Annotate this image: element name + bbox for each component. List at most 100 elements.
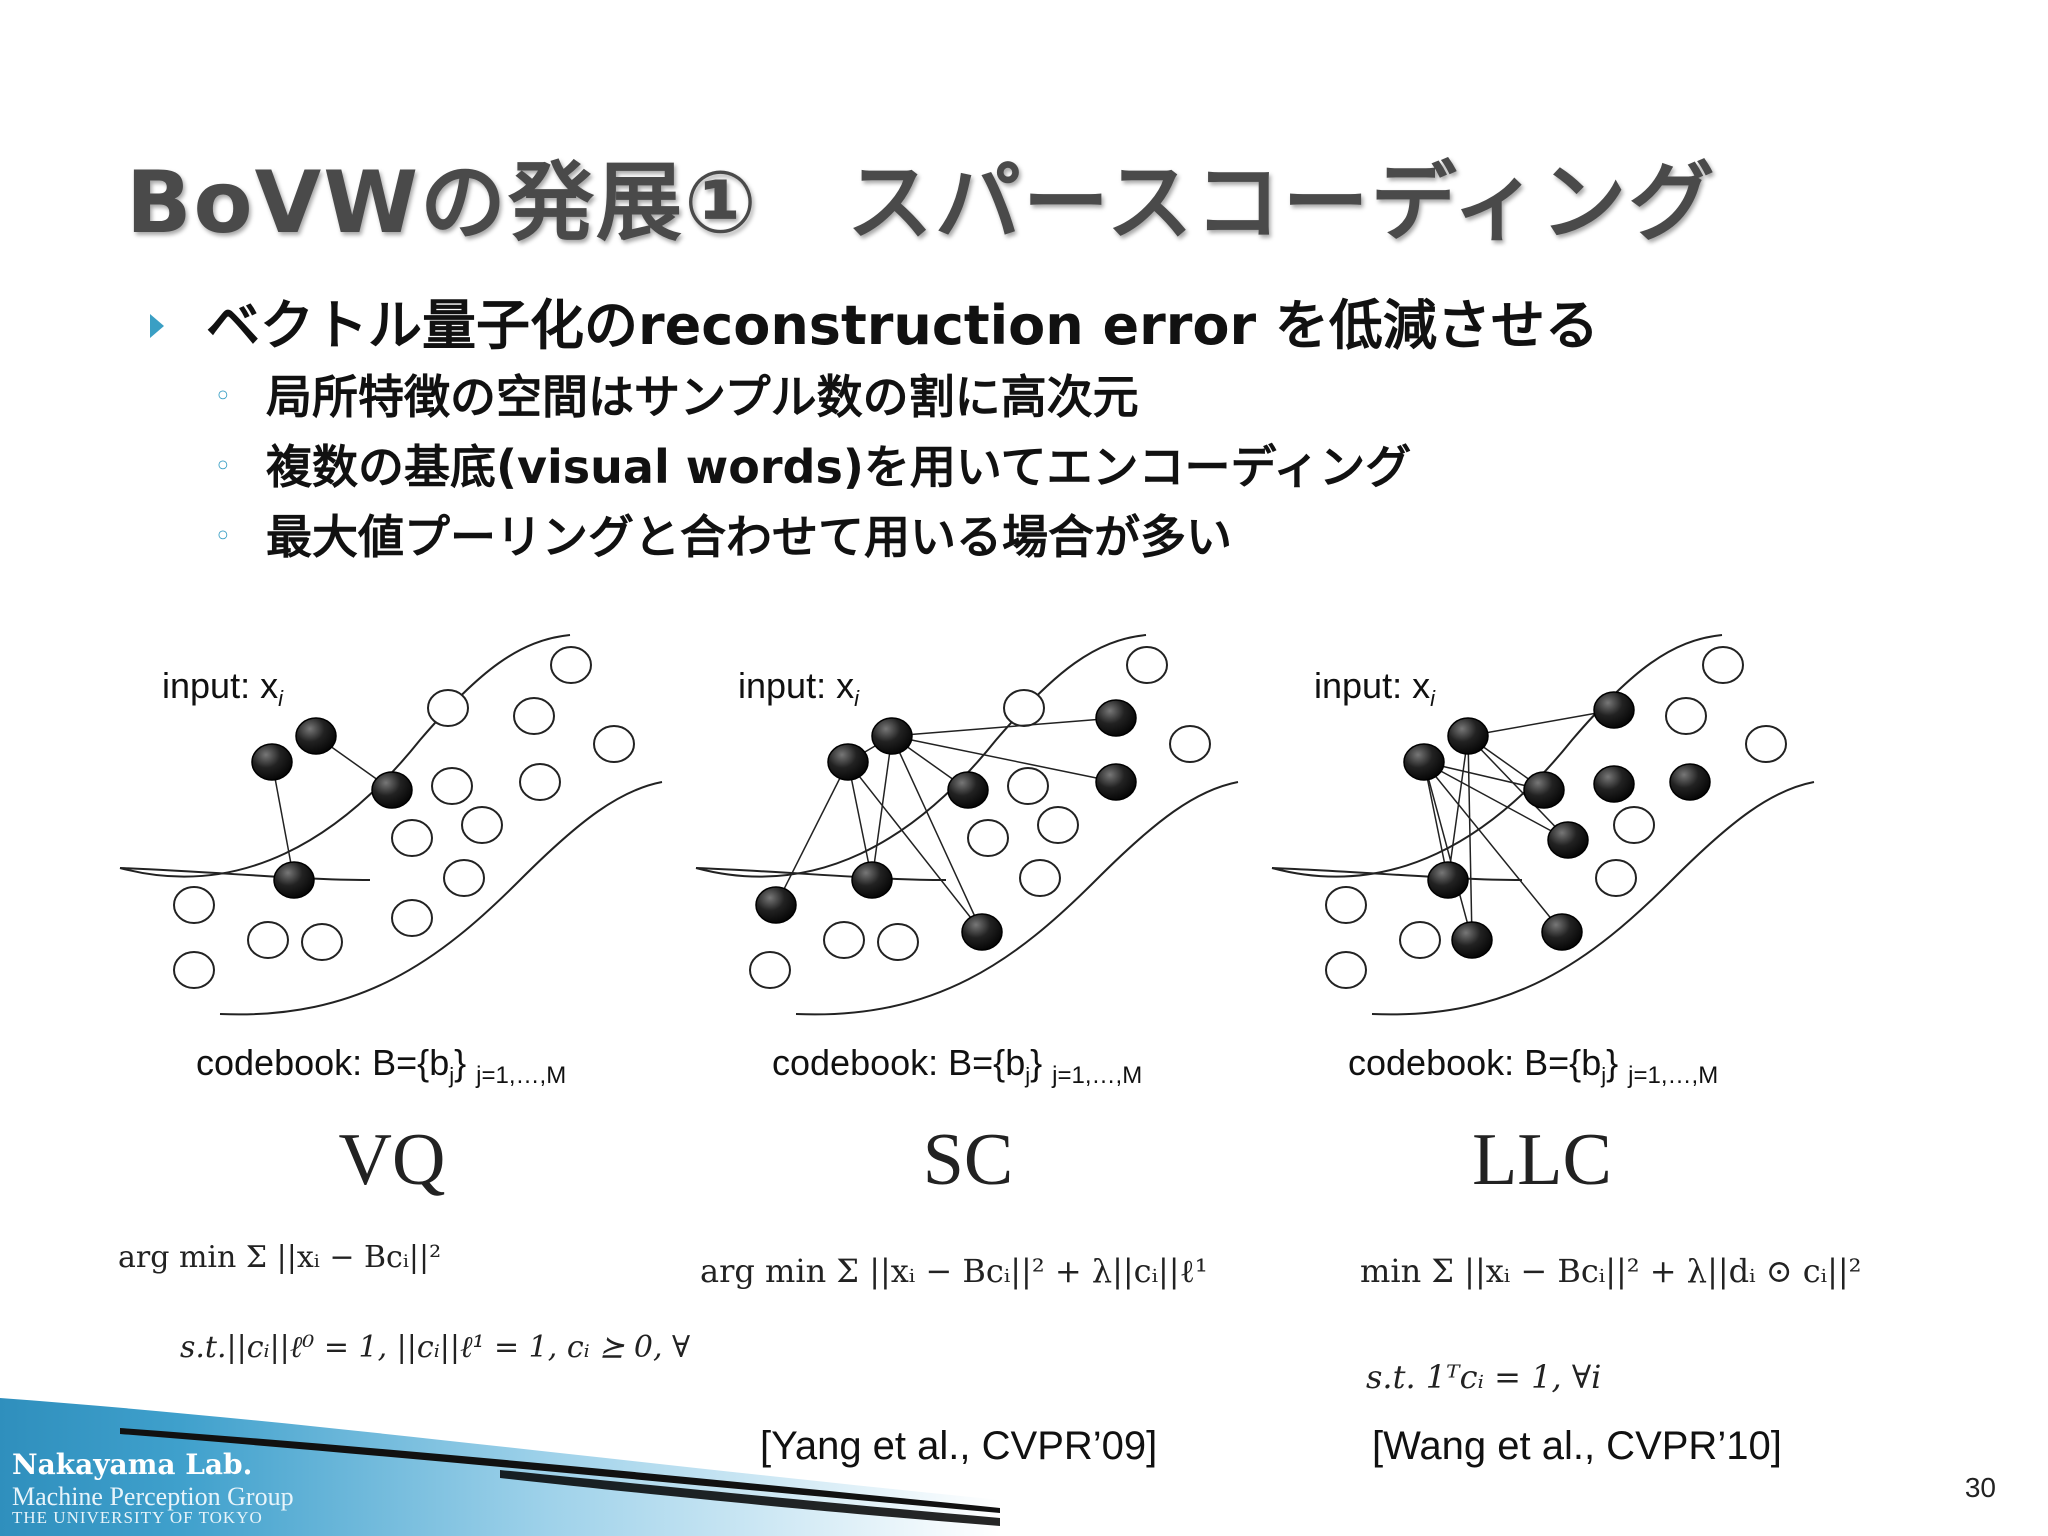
selected-atom	[947, 771, 989, 809]
sub-bullet: ◦ 局所特徴の空間はサンプル数の割に高次元	[150, 362, 1850, 432]
selected-atom	[1403, 743, 1445, 781]
manifold-boundary-upper	[119, 634, 571, 878]
manifold-boundary-lower	[795, 781, 1239, 1016]
coding-edge	[891, 735, 983, 933]
codebook-atom	[1595, 859, 1637, 897]
coding-edge	[775, 761, 849, 906]
codebook-atom	[1325, 886, 1367, 924]
equation-llc-objective: min Σ ||xᵢ − Bcᵢ||² + λ||dᵢ ⊙ cᵢ||²	[1360, 1252, 1862, 1290]
selected-atom	[1593, 765, 1635, 803]
manifold-boundary-lower	[219, 781, 663, 1016]
codebook-atom	[967, 819, 1009, 857]
codebook-atom	[823, 921, 865, 959]
selected-atom	[1095, 763, 1137, 801]
page-number: 30	[1964, 1472, 1996, 1503]
selected-atom	[871, 717, 913, 755]
circle-bullet-icon: ◦	[214, 379, 232, 414]
codebook-atom	[1665, 697, 1707, 735]
sub-bullet: ◦ 複数の基底(visual words)を用いてエンコーディング	[150, 432, 1850, 502]
selected-atom	[1427, 861, 1469, 899]
input-label-llc: input: xi	[1314, 665, 1435, 712]
codebook-atom	[301, 923, 343, 961]
codebook-atom	[1702, 646, 1744, 684]
method-vq: VQ	[338, 1119, 446, 1201]
codebook-label-vq: codebook: B={bj} j=1,…,M	[196, 1042, 566, 1090]
coding-edge	[1467, 735, 1569, 841]
codebook-atom	[1126, 646, 1168, 684]
codebook-atom	[1037, 806, 1079, 844]
coding-edge	[847, 761, 983, 933]
codebook-atom	[550, 646, 592, 684]
coding-edge	[1423, 761, 1449, 881]
selected-atom	[1547, 821, 1589, 859]
citation-sc: [Yang et al., CVPR’09]	[760, 1424, 1158, 1468]
input-subscript: i	[854, 686, 859, 712]
coding-edge	[1423, 761, 1473, 941]
method-llc: LLC	[1472, 1119, 1612, 1201]
coding-edge	[847, 761, 873, 881]
codebook-range: j=1,…,M	[1628, 1062, 1719, 1090]
selected-atom	[961, 913, 1003, 951]
selected-atom	[273, 861, 315, 899]
input-label-vq: input: xi	[162, 665, 283, 712]
codebook-atom	[461, 806, 503, 844]
codebook-label-llc: codebook: B={bj} j=1,…,M	[1348, 1042, 1718, 1090]
codebook-atom	[749, 951, 791, 989]
codebook-text: codebook: B={b	[1348, 1042, 1602, 1083]
codebook-atom	[1745, 725, 1787, 763]
codebook-atom	[1003, 689, 1045, 727]
codebook-text: codebook: B={b	[196, 1042, 450, 1083]
sub-bullet-text: 局所特徴の空間はサンプル数の割に高次元	[266, 370, 1139, 424]
codebook-atom	[391, 899, 433, 937]
coding-edge	[1467, 709, 1615, 737]
codebook-atom	[513, 697, 555, 735]
codebook-brace: }	[454, 1042, 467, 1083]
manifold-boundary-side	[1271, 867, 1523, 881]
bullet-list: ベクトル量子化のreconstruction error を低減させる ◦ 局所…	[150, 290, 1850, 572]
codebook-subscript: j	[1601, 1063, 1607, 1089]
citation-llc: [Wang et al., CVPR’10]	[1372, 1424, 1782, 1468]
selected-atom	[755, 886, 797, 924]
codebook-atom	[443, 859, 485, 897]
lab-logo-group: Machine Perception Group	[12, 1482, 294, 1511]
input-subscript: i	[1430, 686, 1435, 712]
codebook-atom	[427, 689, 469, 727]
codebook-atom	[519, 763, 561, 801]
codebook-atom	[1169, 725, 1211, 763]
sub-bullet-text: 最大値プーリングと合わせて用いる場合が多い	[266, 510, 1232, 564]
manifold-boundary-upper	[695, 634, 1147, 878]
sub-bullet-text: 複数の基底(visual words)を用いてエンコーディング	[266, 440, 1412, 494]
coding-edge	[1423, 761, 1569, 841]
input-label-text: input: x	[1314, 665, 1431, 706]
input-label-sc: input: xi	[738, 665, 859, 712]
coding-edge	[891, 717, 1117, 737]
codebook-atom	[391, 819, 433, 857]
selected-atom	[1541, 913, 1583, 951]
equation-vq-objective: arg min Σ ||xᵢ − Bcᵢ||²	[118, 1240, 442, 1275]
manifold-boundary-upper	[1271, 634, 1723, 878]
slide-title: BoVWの発展① スパースコーディング	[126, 153, 1717, 253]
circle-bullet-icon: ◦	[214, 519, 232, 554]
selected-atom	[1451, 921, 1493, 959]
codebook-atom	[1019, 859, 1061, 897]
selected-atom	[295, 717, 337, 755]
codebook-atom	[173, 951, 215, 989]
method-sc: SC	[922, 1119, 1014, 1201]
codebook-subscript: j	[449, 1063, 455, 1089]
selected-atom	[1669, 763, 1711, 801]
coding-edge	[271, 761, 295, 881]
coding-edge	[891, 735, 1117, 783]
coding-edge	[1467, 735, 1473, 941]
input-label-text: input: x	[738, 665, 855, 706]
equation-vq-constraint: s.t.||cᵢ||ℓ⁰ = 1, ||cᵢ||ℓ¹ = 1, cᵢ ⪰ 0, …	[180, 1330, 691, 1365]
manifold-boundary-side	[119, 867, 371, 881]
codebook-atom	[1325, 951, 1367, 989]
diagram-panel-vq	[119, 634, 663, 1016]
sub-bullet: ◦ 最大値プーリングと合わせて用いる場合が多い	[150, 502, 1850, 572]
input-subscript: i	[278, 686, 283, 712]
selected-atom	[1593, 691, 1635, 729]
lab-logo-university: THE UNIVERSITY OF TOKYO	[12, 1508, 263, 1527]
codebook-atom	[593, 725, 635, 763]
